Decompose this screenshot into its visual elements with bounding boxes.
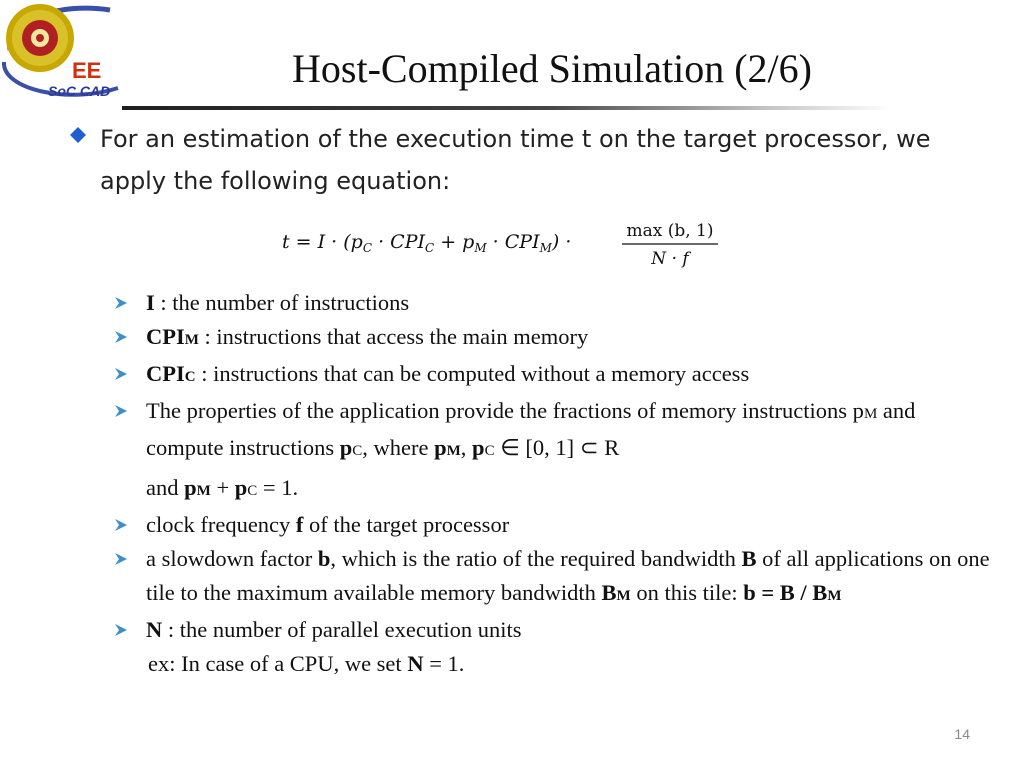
term-cpim-sub: M — [184, 332, 199, 348]
diamond-bullet-icon — [70, 127, 86, 143]
example-line: ex: In case of a CPU, we set N = 1. — [114, 647, 994, 681]
desc-cpim: : instructions that access the main memo… — [198, 324, 589, 349]
desc-cpic: : instructions that can be computed with… — [195, 361, 750, 386]
slide-title: Host-Compiled Simulation (2/6) — [292, 46, 812, 91]
list-item: N : the number of parallel execution uni… — [114, 613, 994, 647]
title-rule — [122, 106, 892, 110]
slow-sub: M — [616, 588, 631, 604]
execution-time-equation: t = I · (pC · CPIC + pM · CPIM) · max (b… — [282, 221, 718, 269]
eq-dot2: · CPI — [487, 231, 540, 253]
props-text: , — [460, 435, 473, 460]
clock-text: of the target processor — [303, 512, 510, 537]
svg-text:t = I · (pC · CPIC + pM · CPIM: t = I · (pC · CPIC + pM · CPIM) · — [282, 231, 571, 255]
arrow-bullet-icon — [115, 553, 127, 565]
props-sub: M — [863, 406, 878, 422]
props-text: = 1. — [257, 475, 299, 500]
term-cpic-sub: C — [184, 369, 196, 385]
clock-var: f — [295, 512, 304, 537]
eq-plus: + p — [434, 231, 474, 253]
arrow-bullet-icon — [115, 331, 127, 343]
props-var: p — [472, 435, 485, 460]
slow-var: b — [317, 546, 331, 571]
slow-text: of all applications on one tile to the m… — [146, 546, 990, 605]
desc-n: : the number of parallel execution units — [162, 617, 522, 642]
term-cpim: CPI — [146, 324, 185, 349]
arrow-bullet-icon — [115, 368, 127, 380]
eq-dot1: · CPI — [372, 231, 425, 253]
props-var: p — [184, 475, 197, 500]
props-sub: C — [352, 443, 363, 459]
props-text: , where — [362, 435, 435, 460]
props-sub: C — [247, 483, 258, 499]
intro-text: For an estimation of the execution time … — [100, 125, 931, 195]
props-text: The properties of the application provid… — [146, 398, 864, 423]
eq-denominator: N · f — [650, 249, 691, 269]
example-text: ex: In case of a CPU, we set — [148, 651, 408, 676]
slow-formula: b = B / B — [743, 580, 828, 605]
props-text: and — [146, 475, 185, 500]
props-text: ∈ [0, 1] ⊂ R — [494, 435, 620, 460]
slow-text: a slowdown factor — [146, 546, 318, 571]
term-n: N — [146, 617, 163, 642]
arrow-bullet-icon — [115, 297, 127, 309]
arrow-bullet-icon — [115, 405, 127, 417]
props-var: p — [339, 435, 353, 460]
eq-cpic-sub: C — [425, 241, 434, 255]
term-cpic: CPI — [146, 361, 185, 386]
props-var: p — [234, 475, 248, 500]
props-text: + — [210, 475, 235, 500]
props-text: and compute instructions — [146, 398, 916, 460]
eq-pc-sub: C — [363, 241, 372, 255]
university-logo: EE SoC CAD — [1, 4, 119, 99]
slow-text: , which is the ratio of the required ban… — [330, 546, 742, 571]
props-var: p — [434, 435, 447, 460]
term-i: I — [146, 290, 155, 315]
eq-pm-sub: M — [473, 241, 487, 255]
slow-sub: M — [827, 588, 842, 604]
eq-close: ) · — [551, 231, 572, 253]
logo-caption: SoC CAD — [48, 83, 110, 99]
eq-lhs: t = I · (p — [282, 231, 363, 253]
desc-i: : the number of instructions — [154, 290, 410, 315]
props-sub: M — [446, 443, 461, 459]
list-item: I : the number of instructions — [114, 286, 994, 320]
example-var: N — [407, 651, 424, 676]
eq-numerator: max (b, 1) — [626, 221, 713, 241]
props-sub: C — [484, 443, 495, 459]
definition-list: I : the number of instructions CPIM : in… — [114, 286, 994, 681]
slow-text: on this tile: — [630, 580, 744, 605]
arrow-bullet-icon — [115, 624, 127, 636]
eq-cpim-sub: M — [539, 241, 553, 255]
list-item: clock frequency f of the target processo… — [114, 508, 994, 542]
page-number: 14 — [954, 726, 970, 742]
list-item: CPIM : instructions that access the main… — [114, 320, 994, 357]
clock-text: clock frequency — [146, 512, 296, 537]
arrow-bullet-icon — [115, 519, 127, 531]
logo-badge: EE — [72, 58, 101, 83]
list-item: CPIC : instructions that can be computed… — [114, 357, 994, 394]
list-item: The properties of the application provid… — [114, 394, 994, 508]
example-text: = 1. — [423, 651, 465, 676]
slow-var: B — [601, 580, 617, 605]
props-sub: M — [196, 483, 211, 499]
slow-var: B — [741, 546, 757, 571]
list-item: a slowdown factor b, which is the ratio … — [114, 542, 994, 613]
intro-bullet: For an estimation of the execution time … — [70, 118, 970, 202]
